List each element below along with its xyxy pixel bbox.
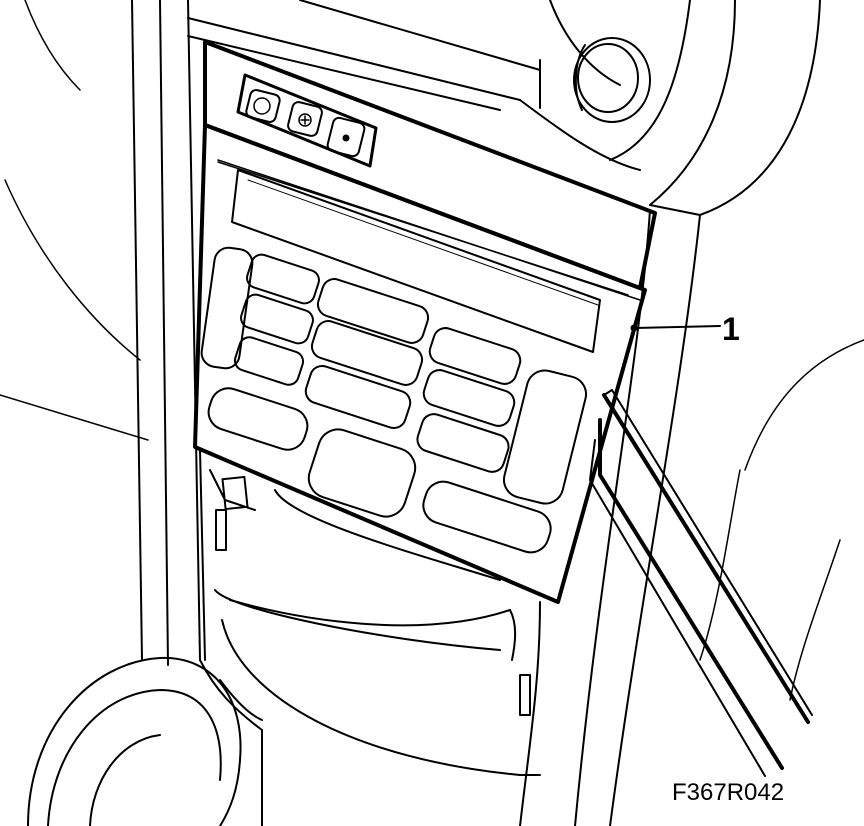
trim-tool [574, 209, 813, 826]
upper-dashboard [187, 0, 821, 216]
gear-knob-icon [27, 656, 242, 826]
switch-panel [203, 40, 657, 290]
callout-number-1: 1 [722, 311, 740, 347]
control-buttons [200, 246, 588, 554]
console-side-frame [131, 0, 263, 826]
round-knob-icon [573, 37, 651, 123]
interior-background-lines [0, 0, 864, 701]
lower-console [199, 449, 541, 826]
control-panel [193, 123, 647, 604]
figure-id: F367R042 [672, 779, 784, 806]
callout-leader [630, 324, 721, 332]
